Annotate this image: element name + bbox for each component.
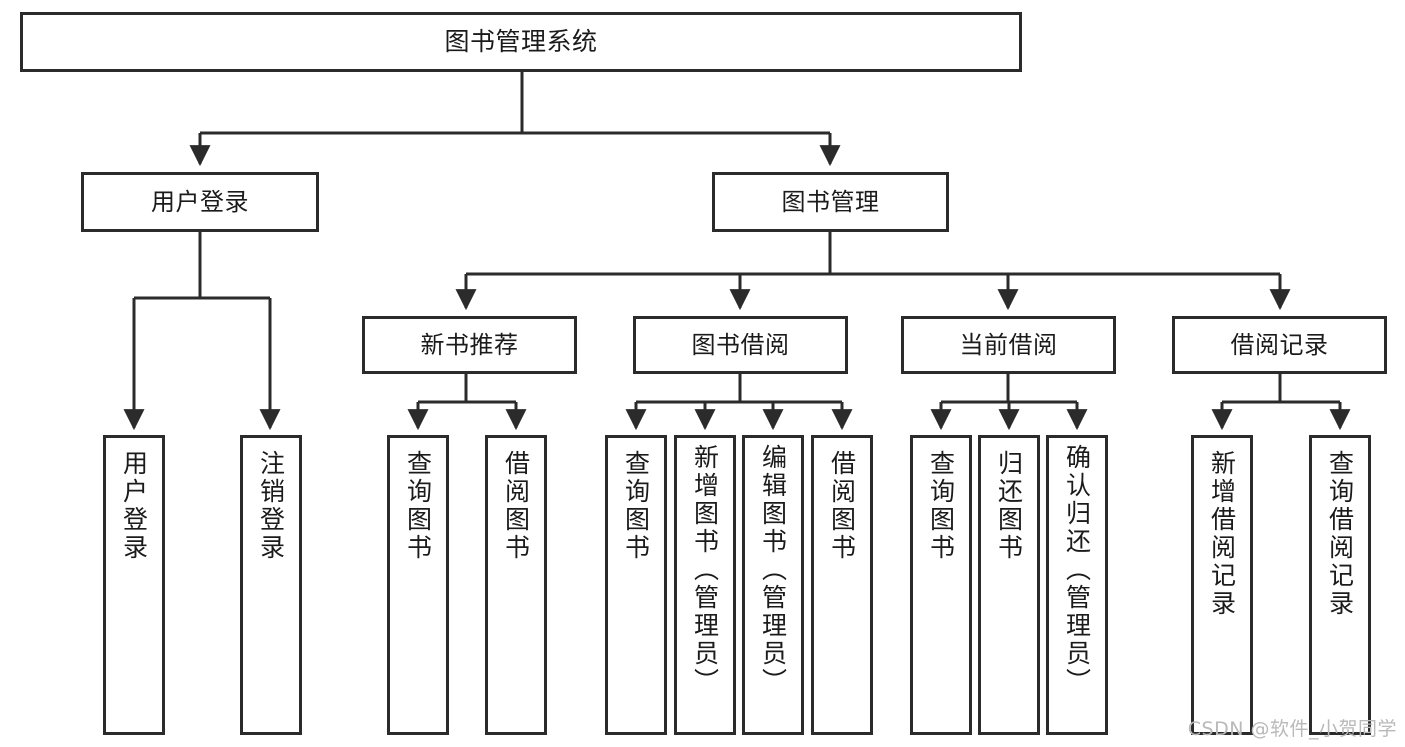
node-user-login-label: 用户登录	[151, 187, 249, 216]
node-leaf-edit-book-label: 编辑图书（管理员）	[758, 444, 788, 696]
csdn-watermark: CSDN @软件_小贺同学	[1187, 718, 1397, 740]
node-leaf-edit-book[interactable]: 编辑图书（管理员）	[742, 435, 804, 735]
node-new-book-recommend-label: 新书推荐	[420, 330, 519, 359]
node-borrow-record-label: 借阅记录	[1230, 330, 1329, 359]
node-leaf-add-record-label: 新增借阅记录	[1207, 450, 1237, 618]
node-current-borrow-label: 当前借阅	[959, 330, 1058, 359]
node-leaf-user-login-label: 用户登录	[119, 450, 149, 562]
node-leaf-add-book-label: 新增图书（管理员）	[690, 444, 720, 696]
node-leaf-logout-login-label: 注销登录	[256, 450, 286, 562]
node-leaf-query-record-label: 查询借阅记录	[1325, 450, 1355, 618]
node-book-management[interactable]: 图书管理	[712, 172, 949, 232]
node-leaf-confirm-return-label: 确认归还（管理员）	[1062, 444, 1092, 696]
node-leaf-return-book-label: 归还图书	[994, 450, 1024, 562]
node-root-system[interactable]: 图书管理系统	[20, 12, 1022, 72]
node-leaf-add-record[interactable]: 新增借阅记录	[1191, 435, 1253, 735]
node-book-borrow[interactable]: 图书借阅	[633, 316, 848, 374]
node-leaf-confirm-return[interactable]: 确认归还（管理员）	[1046, 435, 1108, 735]
node-leaf-logout-login[interactable]: 注销登录	[240, 435, 302, 735]
node-leaf-query-book-3-label: 查询图书	[926, 450, 956, 562]
node-book-borrow-label: 图书借阅	[691, 330, 790, 359]
node-leaf-query-book-3[interactable]: 查询图书	[910, 435, 972, 735]
node-borrow-record[interactable]: 借阅记录	[1172, 316, 1387, 374]
node-leaf-query-record[interactable]: 查询借阅记录	[1309, 435, 1371, 735]
node-leaf-borrow-book-2-label: 借阅图书	[827, 450, 857, 562]
node-leaf-user-login[interactable]: 用户登录	[103, 435, 165, 735]
node-user-login[interactable]: 用户登录	[81, 172, 319, 232]
node-leaf-borrow-book-1[interactable]: 借阅图书	[485, 435, 547, 735]
node-leaf-query-book-1-label: 查询图书	[403, 450, 433, 562]
node-current-borrow[interactable]: 当前借阅	[901, 316, 1116, 374]
node-leaf-add-book[interactable]: 新增图书（管理员）	[674, 435, 736, 735]
node-leaf-return-book[interactable]: 归还图书	[978, 435, 1040, 735]
node-root-system-label: 图书管理系统	[444, 27, 598, 57]
node-book-management-label: 图书管理	[781, 187, 880, 216]
node-leaf-borrow-book-1-label: 借阅图书	[501, 450, 531, 562]
node-leaf-query-book-1[interactable]: 查询图书	[387, 435, 449, 735]
node-leaf-query-book-2-label: 查询图书	[621, 450, 651, 562]
node-new-book-recommend[interactable]: 新书推荐	[362, 316, 577, 374]
node-leaf-query-book-2[interactable]: 查询图书	[605, 435, 667, 735]
node-leaf-borrow-book-2[interactable]: 借阅图书	[811, 435, 873, 735]
